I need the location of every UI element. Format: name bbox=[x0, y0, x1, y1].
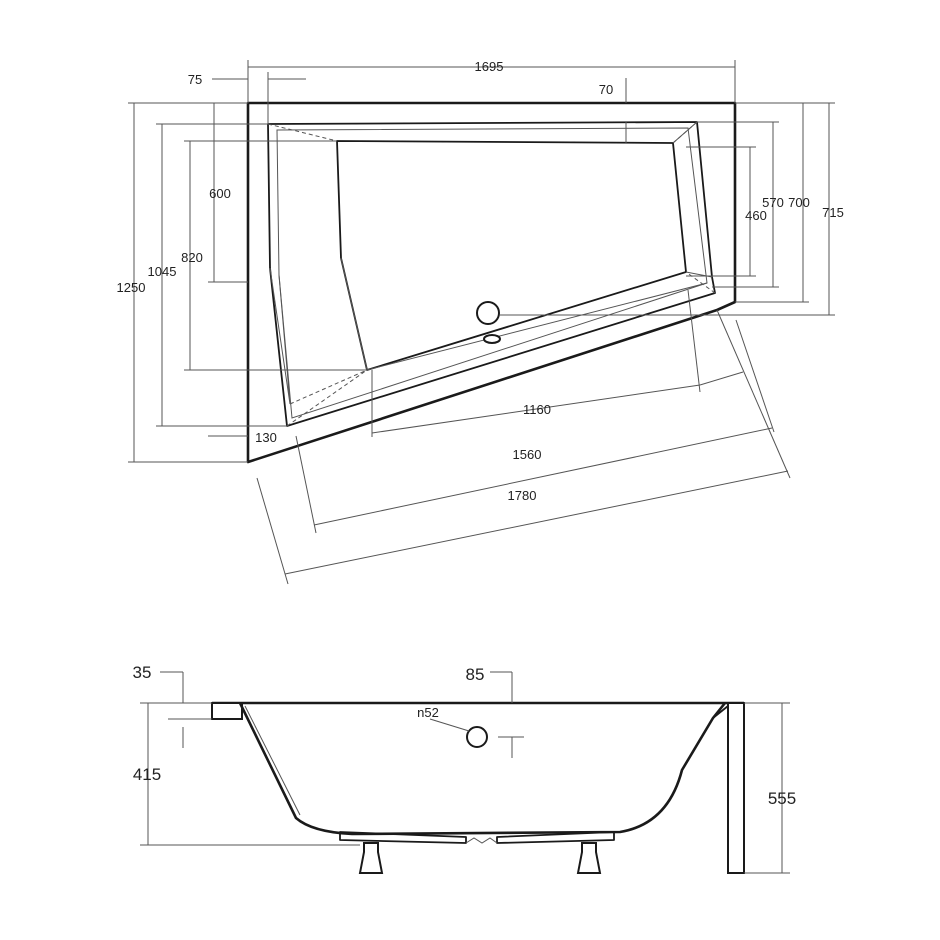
overflow-ellipse bbox=[483, 334, 501, 344]
dim-top-rim: 70 bbox=[599, 82, 613, 97]
dim-width-total: 1695 bbox=[475, 59, 504, 74]
dim-height-total: 1250 bbox=[117, 280, 146, 295]
base-plate-right bbox=[496, 831, 615, 844]
dim-right-700: 700 bbox=[788, 195, 810, 210]
base-notch bbox=[465, 837, 498, 844]
drain-circle bbox=[476, 301, 500, 325]
foot-right bbox=[576, 842, 602, 874]
tub-body-inner bbox=[244, 705, 301, 816]
foot-left bbox=[358, 842, 384, 874]
plan-view: 1695 75 70 1250 1045 820 600 460 570 700… bbox=[117, 59, 844, 585]
dim-drain-85: 85 bbox=[466, 665, 485, 684]
dim-h-1045: 1045 bbox=[148, 264, 177, 279]
dim-right-715: 715 bbox=[822, 205, 844, 220]
dim-right-460: 460 bbox=[745, 208, 767, 223]
rim-block-left bbox=[211, 702, 243, 720]
dim-diag-1780: 1780 bbox=[508, 488, 537, 503]
dim-rim-35: 35 bbox=[133, 663, 152, 682]
dim-right-570: 570 bbox=[762, 195, 784, 210]
side-view: 35 85 n52 415 555 bbox=[133, 663, 796, 874]
side-dimension-lines bbox=[140, 671, 790, 874]
apron-joint bbox=[712, 705, 729, 719]
apron-right bbox=[727, 702, 745, 874]
outer-outline bbox=[246, 101, 737, 464]
dim-height-555: 555 bbox=[768, 789, 796, 808]
plan-dimension-lines bbox=[128, 60, 835, 585]
dim-h-820: 820 bbox=[181, 250, 203, 265]
dim-h-600: 600 bbox=[209, 186, 231, 201]
hidden-edges bbox=[267, 121, 716, 427]
drain-circle-side bbox=[466, 726, 488, 748]
dim-drain-n52: n52 bbox=[417, 705, 439, 720]
rim-inner-line bbox=[276, 127, 708, 419]
tub-body bbox=[238, 702, 727, 836]
dim-left-offset: 75 bbox=[188, 72, 202, 87]
dim-diag-1560: 1560 bbox=[513, 447, 542, 462]
basin-floor bbox=[336, 140, 687, 371]
dim-diag-1160: 1160 bbox=[523, 402, 551, 417]
dim-corner-130: 130 bbox=[255, 430, 277, 445]
dim-depth-415: 415 bbox=[133, 765, 161, 784]
rim-outline bbox=[267, 121, 716, 427]
